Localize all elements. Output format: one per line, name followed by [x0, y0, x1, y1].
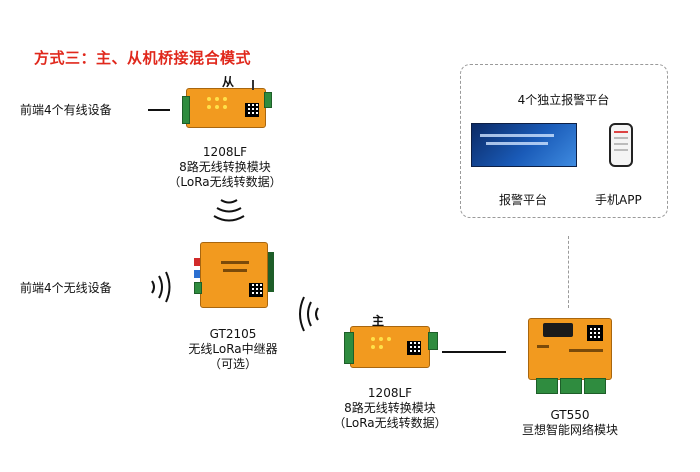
display-icon [543, 323, 573, 337]
phone-ui-line [614, 143, 628, 145]
wireless-signal-icon [213, 199, 245, 222]
device-name: GT550 [550, 408, 590, 422]
device-body [528, 318, 612, 380]
qr-code-icon [249, 283, 263, 297]
device-1208lf-bottom-labels: 1208LF 8路无线转换模块 （LoRa无线转数据） [320, 386, 460, 431]
diagram-title: 方式三：主、从机桥接混合模式 [34, 49, 252, 67]
terminal-block-icon [194, 282, 202, 294]
device-gt2105-labels: GT2105 无线LoRa中继器 （可选） [163, 327, 303, 372]
led-icon [371, 337, 375, 341]
device-gt2105 [194, 240, 274, 310]
terminal-block-icon [428, 332, 438, 350]
led-icon [379, 337, 383, 341]
led-icon [207, 97, 211, 101]
device-note: （LoRa无线转数据） [333, 416, 447, 430]
master-tag: 主 [372, 314, 385, 328]
device-body [186, 88, 266, 128]
wireless-signal-icon [299, 296, 319, 332]
device-name: 1208LF [367, 386, 413, 400]
network-connection-line [568, 236, 569, 308]
device-description: 无线LoRa中继器 [188, 342, 278, 356]
device-description: 8路无线转换模块 [179, 160, 271, 174]
wired-connection-line [442, 351, 506, 353]
platform-heading: 4个独立报警平台 [517, 93, 610, 107]
terminal-block-icon [264, 92, 272, 108]
screen-text-line [486, 142, 548, 145]
alarm-platform-screen-icon [471, 123, 577, 167]
phone-ui-line [614, 149, 628, 151]
led-icon [371, 345, 375, 349]
alarm-platform-label: 报警平台 [499, 193, 548, 207]
device-label-plate [223, 269, 247, 272]
terminal-block-icon [536, 378, 558, 394]
qr-code-icon [245, 103, 259, 117]
device-1208lf-bottom [344, 326, 438, 372]
mobile-app-label: 手机APP [595, 193, 642, 207]
mobile-phone-icon [609, 123, 633, 167]
platform-panel: 4个独立报警平台 报警平台 手机APP [460, 64, 668, 218]
screen-text-line [480, 134, 554, 137]
device-label-plate [221, 261, 249, 264]
device-body [200, 242, 268, 308]
wired-devices-label: 前端4个有线设备 [20, 103, 112, 117]
terminal-block-icon [584, 378, 606, 394]
terminal-block-icon [194, 270, 200, 278]
led-icon [215, 105, 219, 109]
device-gt550 [528, 318, 612, 394]
led-icon [223, 105, 227, 109]
phone-ui-line [614, 137, 628, 139]
device-1208lf-top [182, 80, 272, 134]
phone-ui-line [614, 131, 628, 133]
device-note: （LoRa无线转数据） [168, 175, 282, 189]
terminal-block-icon [194, 258, 200, 266]
device-gt550-labels: GT550 亘想智能网络模块 [500, 408, 640, 438]
terminal-block-icon [182, 96, 190, 124]
wireless-devices-label: 前端4个无线设备 [20, 281, 112, 295]
wireless-signal-icon [151, 271, 171, 303]
antenna-icon [252, 80, 254, 90]
led-icon [207, 105, 211, 109]
terminal-block-icon [344, 332, 354, 364]
device-label-plate [569, 349, 603, 352]
led-icon [387, 337, 391, 341]
device-note: （可选） [208, 357, 257, 371]
terminal-block-icon [560, 378, 582, 394]
terminal-block-icon [268, 252, 274, 292]
device-1208lf-top-labels: 1208LF 8路无线转换模块 （LoRa无线转数据） [155, 145, 295, 190]
wired-connection-line [148, 109, 170, 111]
led-icon [379, 345, 383, 349]
device-description: 亘想智能网络模块 [521, 423, 618, 437]
device-body [350, 326, 430, 368]
device-description: 8路无线转换模块 [344, 401, 436, 415]
led-icon [223, 97, 227, 101]
slave-tag: 从 [222, 75, 235, 89]
device-name: 1208LF [202, 145, 248, 159]
device-name: GT2105 [209, 327, 257, 341]
qr-code-icon [587, 325, 603, 341]
led-icon [215, 97, 219, 101]
qr-code-icon [407, 341, 421, 355]
device-label-plate [537, 345, 549, 348]
